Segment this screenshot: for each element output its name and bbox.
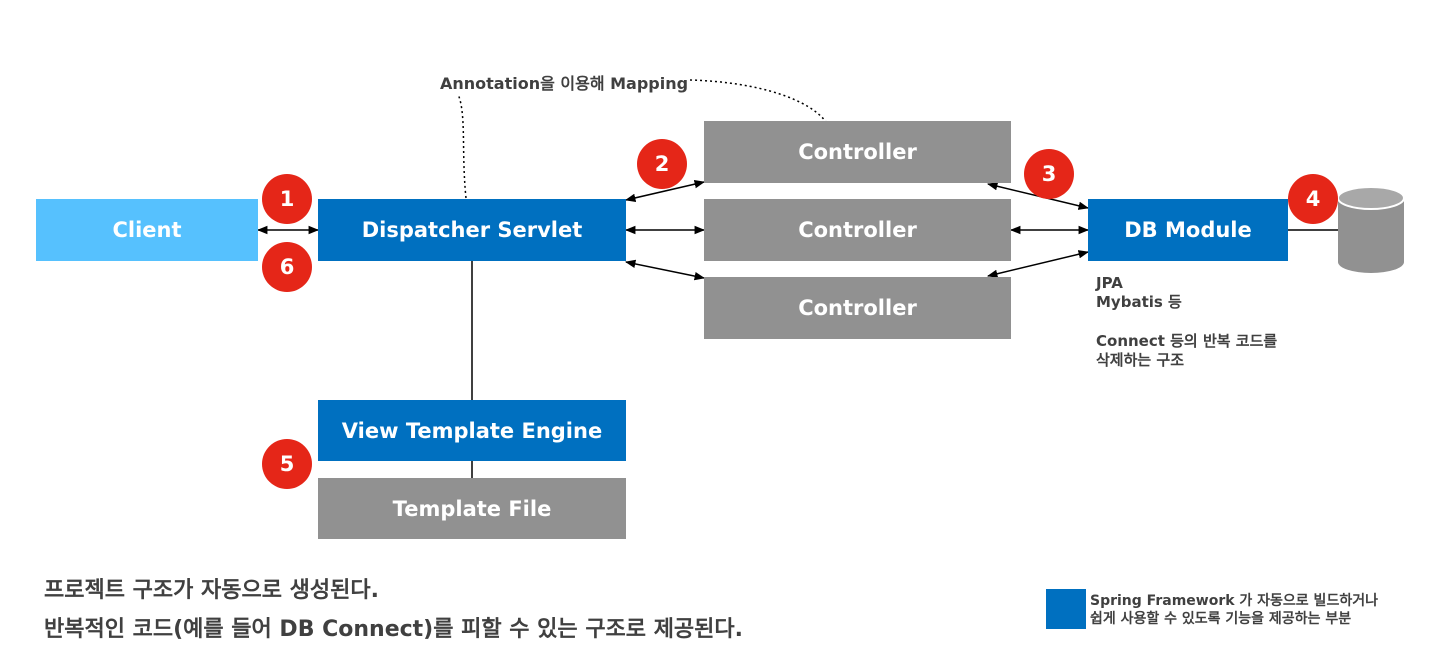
- controller-box-1: Controller: [704, 121, 1011, 183]
- legend-text-2: 쉽게 사용할 수 있도록 기능을 제공하는 부분: [1090, 611, 1352, 627]
- dispatcher-servlet-box: Dispatcher Servlet: [318, 199, 626, 261]
- annotation-label: Annotation을 이용해 Mapping: [438, 70, 691, 94]
- template-file-box: Template File: [318, 478, 626, 539]
- step-badge-1: 1: [262, 174, 312, 224]
- db-module-box: DB Module: [1088, 199, 1288, 261]
- caption-line-1: 프로젝트 구조가 자동으로 생성된다.: [44, 578, 379, 603]
- controller-box-3: Controller: [704, 277, 1011, 339]
- step-badge-6: 6: [262, 242, 312, 292]
- legend-swatch: [1046, 589, 1086, 629]
- dispatcher-controller3-arrow: [624, 259, 706, 281]
- controller3-db-arrow: [986, 250, 1090, 278]
- database-icon: [1337, 186, 1405, 273]
- step-badge-4: 4: [1288, 174, 1338, 224]
- annotation-dotted-curve: [447, 79, 827, 199]
- view-template-engine-box: View Template Engine: [318, 400, 626, 461]
- client-box: Client: [36, 199, 258, 261]
- caption-line-2: 반복적인 코드(예를 들어 DB Connect)를 피할 수 있는 구조로 제…: [44, 617, 744, 642]
- db-note-connect: Connect 등의 반복 코드를: [1096, 332, 1278, 350]
- controller-box-2: Controller: [704, 199, 1011, 261]
- db-note-mybatis: Mybatis 등: [1096, 293, 1182, 311]
- legend-text-1: Spring Framework 가 자동으로 빌드하거나: [1090, 593, 1378, 609]
- step-badge-5: 5: [262, 439, 312, 489]
- dispatcher-controller1-arrow: [624, 180, 706, 202]
- step-badge-2: 2: [637, 139, 687, 189]
- db-note-remove: 삭제하는 구조: [1096, 351, 1185, 369]
- step-badge-3: 3: [1024, 149, 1074, 199]
- db-note-jpa: JPA: [1096, 274, 1123, 292]
